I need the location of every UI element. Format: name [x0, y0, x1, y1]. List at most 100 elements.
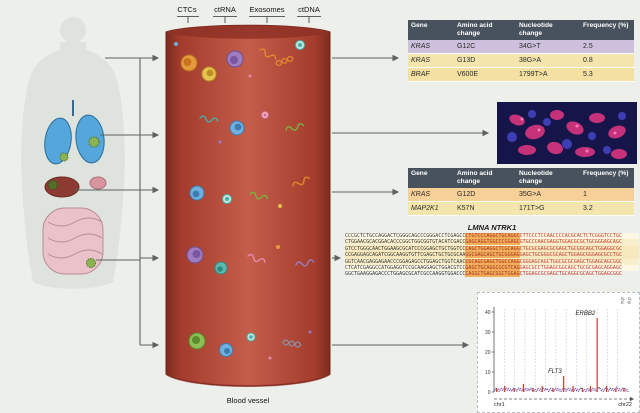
svg-text:40: 40 — [485, 310, 491, 316]
col-gene: Gene — [411, 170, 428, 177]
svg-text:FLT3: FLT3 — [548, 369, 562, 375]
table-row: KRAS G13D 38G>A 0.8 — [408, 53, 634, 68]
left-arrows — [74, 54, 160, 349]
svg-text:10: 10 — [485, 370, 491, 376]
label-ctdna: ctDNA — [298, 5, 320, 14]
cell-gene: KRAS — [408, 40, 454, 54]
cell-freq: 0.8 — [580, 54, 634, 68]
cell-freq: 1 — [580, 188, 634, 202]
exosome — [295, 40, 305, 50]
exosome — [246, 332, 256, 342]
sequence-row: CTGGAACGCACGGACACCCGGCTGGCGGTGTACATCGACC… — [345, 239, 639, 246]
label-exosomes: Exosomes — [249, 5, 284, 14]
seq-right: CTTCCCTCCAACCCCACGCACTCTCGGGTCCTGC — [519, 233, 622, 239]
cell-freq: 2.5 — [580, 40, 634, 54]
particle — [276, 245, 280, 249]
ctrna-strand — [292, 176, 311, 187]
col-frequency: Frequency (%) — [583, 170, 629, 177]
ctrna-strand — [247, 253, 266, 263]
cell-gene: BRAF — [408, 68, 454, 82]
ctc-cell — [188, 332, 206, 350]
col-gene: Gene — [411, 22, 428, 29]
sequence-row: CTCATCGAGGCCATGGAGGTCCGCAAGGAGCTGGACGTCC… — [345, 265, 639, 272]
table-row: KRAS G12D 35G>A 1 — [408, 187, 634, 202]
cell-aa: V600E — [454, 68, 516, 82]
tumor-icon — [59, 152, 69, 162]
particle — [268, 356, 272, 360]
particle — [278, 204, 282, 208]
mutation-table-middle: Gene Amino acid change Nucleotide change… — [408, 168, 634, 216]
fluorescence-image — [497, 102, 637, 164]
sequence-row: CCGAGGAGCAGATCGGCAAGGTGTTCGAGCTGCTGCGCAA… — [345, 252, 639, 259]
table-header: Gene Amino acid change Nucleotide change… — [408, 20, 634, 40]
cell-gene: MAP2K1 — [408, 202, 454, 216]
tumor-icon — [86, 258, 96, 268]
seq-left: GTCCTGGGCAACTGGAAGCGCATCCCGGAGCTGCTGGTCC — [345, 245, 466, 252]
pink-signals — [509, 110, 627, 159]
particle — [308, 330, 312, 334]
seq-left: CCCGCTCTGCCAGGACTCGGGCAGCCCGGGACCTCGAGCC — [345, 233, 466, 239]
particle — [248, 74, 252, 78]
ctc-cell — [214, 261, 228, 275]
right-arrows — [332, 54, 490, 349]
seq-left: CTGGAACGCACGGACACCCGGCTGGCGGTGTACATCGACC — [345, 239, 466, 246]
cell-gene: KRAS — [408, 54, 454, 68]
sequence-row: GTCCTGGGCAACTGGAAGCGCATCCCGGAGCTGCTGGTCC… — [345, 245, 639, 253]
particle — [174, 42, 178, 46]
vessel-column-labels: CTCs ctRNA Exosomes ctDNA — [177, 5, 321, 23]
seq-highlight: CTGTCCCAGGCTGCAGGC — [465, 233, 520, 239]
sequence-row: CCCGCTCTGCCAGGACTCGGGCAGCCCGGGACCTCGAGCC… — [345, 233, 639, 240]
stomach-icon — [89, 176, 107, 190]
ctrna-strand — [285, 122, 305, 131]
col-frequency: Frequency (%) — [583, 22, 629, 29]
seq-highlight: CGCAGCGAGCTGGCCAGG — [465, 258, 520, 265]
seq-right: GAGCGCCTGGAGCGGCAGCTGCGCGAGCAGGAGC — [519, 265, 622, 272]
ctc-cell — [219, 343, 233, 357]
svg-text:chr22: chr22 — [618, 402, 632, 408]
blood-vessel-label: Blood vessel — [227, 396, 270, 405]
cell-nt: 171T>G — [516, 202, 580, 216]
cell-gene: KRAS — [408, 188, 454, 202]
table-header: Gene Amino acid change Nucleotide change… — [408, 168, 634, 188]
vessel-contents — [174, 40, 315, 360]
seq-left: CCGAGGAGCAGATCGGCAAGGTGTTCGAGCTGCTGCGCAA — [345, 252, 466, 259]
organs — [42, 100, 107, 275]
seq-right: GAGCTGCGGGCGCAGCTGGAGCGGGAGCGCCTGC — [519, 252, 622, 259]
cell-aa: G13D — [454, 54, 516, 68]
seq-highlight: GAGCAGGTGGCCCGGAGC — [465, 239, 520, 246]
seq-left: GGTCAACGAGGAGAACCCGGAGAGCCTGGAGCTGGTCAAC — [345, 258, 466, 265]
particle — [218, 140, 222, 144]
fusion-gene-title: LMNA NTRK1 — [467, 223, 517, 232]
svg-text:chy: chy — [627, 297, 632, 305]
blue-nuclei — [507, 110, 626, 154]
seq-left: CTCATCGAGGCCATGGAGGTCCGCAAGGAGCTGGACGTCC — [345, 265, 466, 272]
seq-right: CTGCGCGAGCGCGAGCTGCGGCAGCTGGAGGCGC — [519, 245, 622, 252]
cell-aa: K57N — [454, 202, 516, 216]
ctrna-strand — [295, 259, 315, 267]
tumor-icon — [48, 180, 58, 190]
ctdna-strand — [282, 339, 302, 348]
seq-right: CTGGAGCGCGAGCTGCAGGCGCAGCTGGAGCGGC — [519, 271, 622, 278]
ctrna-strand — [199, 115, 219, 123]
col-aa-change: Amino acid change — [457, 170, 493, 185]
cell-aa: G12C — [454, 40, 516, 54]
label-ctcs: CTCs — [177, 5, 196, 14]
intestine-folds — [47, 217, 103, 259]
ctc-cell — [186, 246, 204, 264]
blood-vessel — [165, 24, 331, 387]
table-row: KRAS G12C 34G>T 2.5 — [408, 39, 634, 54]
col-aa-change: Amino acid change — [457, 22, 493, 37]
table-row: BRAF V600E 1799T>A 5.3 — [408, 67, 634, 82]
ctrna-strand — [249, 191, 269, 200]
table-row: MAP2K1 K57N 171T>G 3.2 — [408, 201, 634, 216]
ctc-cell — [226, 50, 244, 68]
ctc-cell — [189, 185, 205, 201]
cell-nt: 35G>A — [516, 188, 580, 202]
svg-text:chx: chx — [620, 297, 625, 305]
fluorescence-svg — [507, 110, 627, 159]
col-nt-change: Nucleotide change — [519, 170, 553, 185]
exosome — [222, 194, 232, 204]
